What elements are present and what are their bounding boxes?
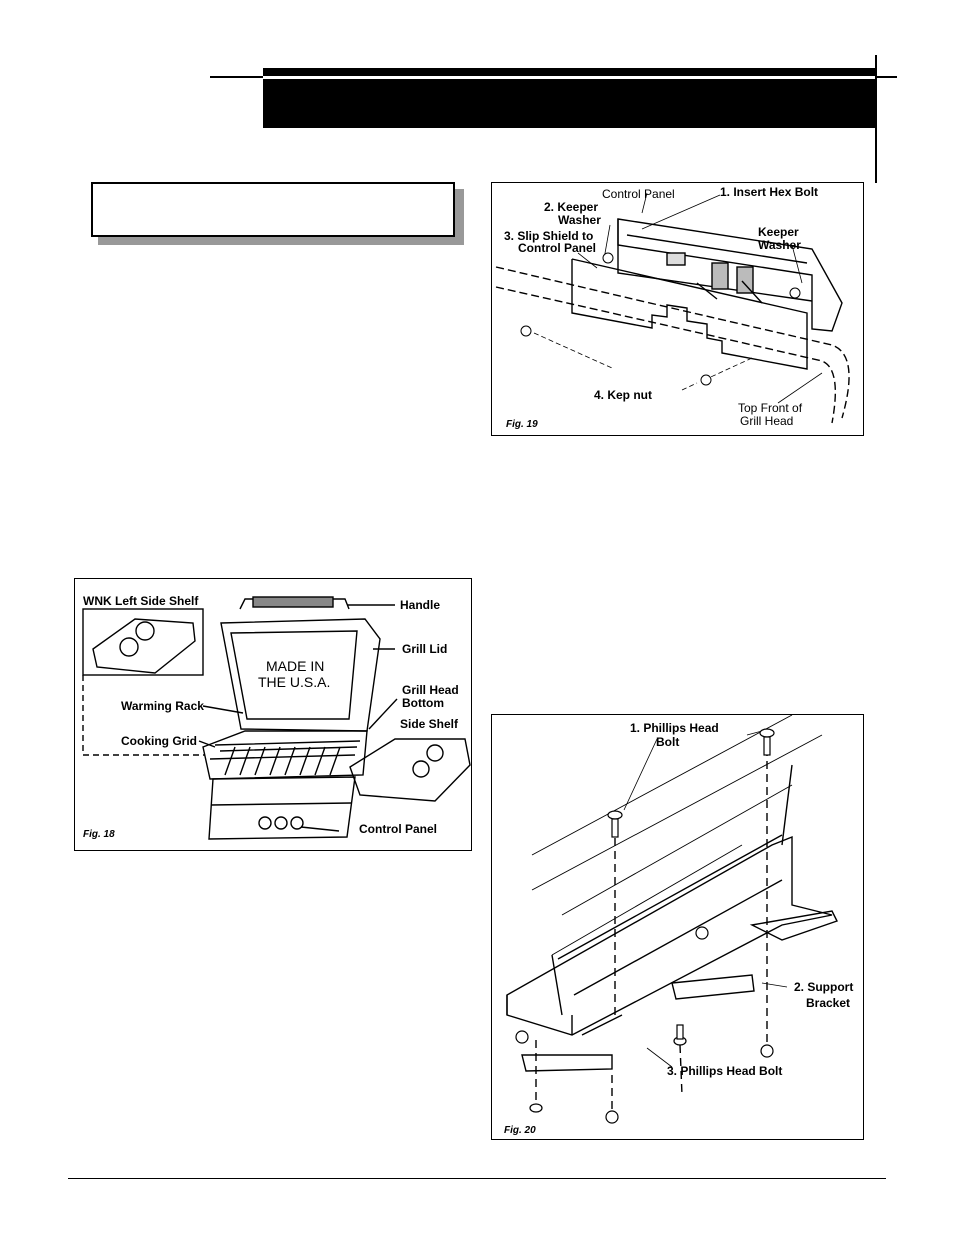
fig18-label-made-in-a: MADE IN: [266, 658, 325, 674]
fig20-drawing: [506, 715, 838, 1124]
fig19-label-keeper-washer-b: Washer: [758, 238, 801, 252]
fig18-inset-title: WNK Left Side Shelf: [83, 594, 199, 608]
fig20-label-support-bracket-b: Bracket: [806, 996, 851, 1010]
figure-20: 1. Phillips Head Bolt 2. Support Bracket…: [491, 714, 864, 1140]
figure-18: WNK Left Side Shelf Handle Grill Lid MAD…: [74, 578, 472, 851]
fig19-label-control-panel: Control Panel: [602, 187, 675, 201]
fig20-caption: Fig. 20: [504, 1125, 536, 1136]
fig18-label-grill-head-bottom-a: Grill Head: [402, 683, 459, 697]
fig20-label-phillips-head-b: Bolt: [656, 735, 680, 749]
fig18-label-side-shelf: Side Shelf: [400, 717, 459, 731]
fig18-label-cooking-grid: Cooking Grid: [121, 734, 197, 748]
fig19-label-keeper-washer-2a: 2. Keeper: [544, 200, 599, 214]
fig18-label-handle: Handle: [400, 598, 441, 612]
header-rule-right: [877, 76, 897, 78]
header-stripe: [263, 76, 877, 79]
figure-19: Control Panel 1. Insert Hex Bolt 2. Keep…: [491, 182, 864, 436]
fig18-label-control-panel: Control Panel: [359, 822, 438, 836]
fig19-drawing: [495, 192, 850, 424]
fig18-label-grill-lid: Grill Lid: [402, 642, 448, 656]
fig19-label-slip-shield-b: Control Panel: [518, 241, 597, 255]
fig19-label-keeper-washer-a: Keeper: [758, 225, 799, 239]
fig18-label-made-in-b: THE U.S.A.: [258, 674, 331, 690]
fig19-label-top-front-a: Top Front of: [738, 401, 803, 415]
callout-box: [91, 182, 455, 237]
footer-rule: [68, 1178, 886, 1179]
fig18-label-warming-rack: Warming Rack: [121, 699, 204, 713]
header-crop-mark: [875, 55, 877, 183]
fig18-caption: Fig. 18: [83, 829, 115, 840]
fig19-label-kep-nut: 4. Kep nut: [594, 388, 653, 402]
fig19-caption: Fig. 19: [506, 419, 538, 430]
fig19-label-top-front-b: Grill Head: [740, 414, 794, 428]
fig18-drawing: [82, 596, 471, 840]
fig20-label-phillips-head-a: 1. Phillips Head: [630, 721, 719, 735]
fig19-label-insert-hex-bolt: 1. Insert Hex Bolt: [720, 185, 819, 199]
header-rule-left: [210, 76, 263, 78]
fig20-label-phillips-head-bolt: 3. Phillips Head Bolt: [667, 1064, 783, 1078]
fig18-label-grill-head-bottom-b: Bottom: [402, 696, 444, 710]
fig19-label-slip-shield-a: 3. Slip Shield to: [504, 229, 594, 243]
fig19-label-keeper-washer-2b: Washer: [558, 213, 601, 227]
fig20-label-support-bracket-a: 2. Support: [794, 980, 854, 994]
